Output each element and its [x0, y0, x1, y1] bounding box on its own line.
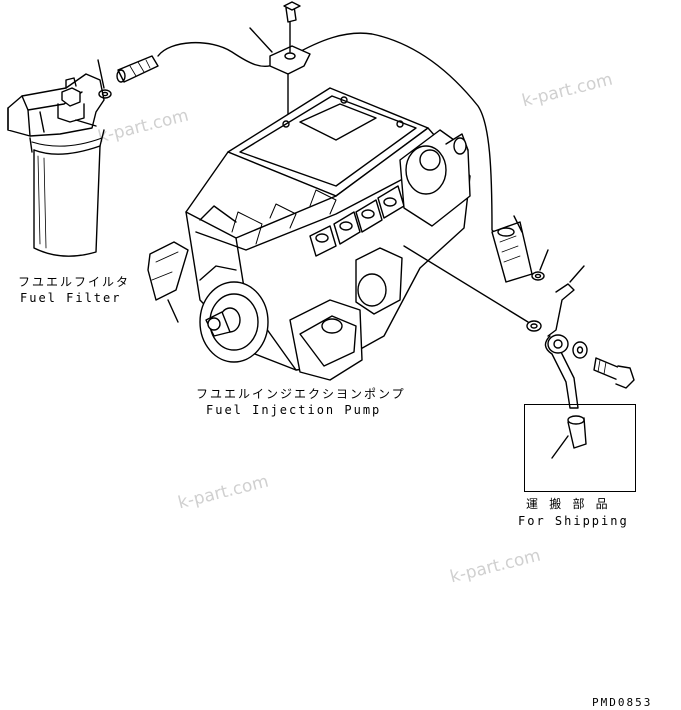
washer-filter [97, 59, 112, 99]
shipping-cap-part [551, 415, 587, 459]
shipping-label-jp: 運 搬 部 品 [526, 497, 610, 511]
fuel-hose-line [157, 32, 499, 237]
injection-pump-drawing [147, 87, 471, 381]
fuel-filter-label-en: Fuel Filter [20, 291, 122, 305]
shipping-label-en: For Shipping [518, 514, 629, 528]
overflow-fittings [403, 245, 635, 409]
fuel-filter-label-jp: フユエルフイルタ [18, 275, 131, 289]
overflow-hose [491, 215, 533, 283]
fuel-filter-drawing [7, 73, 105, 257]
drawing-code: PMD0853 [592, 696, 653, 709]
injection-pump-label-jp: フユエルインジエクシヨンポンプ [196, 387, 406, 401]
injection-pump-label-en: Fuel Injection Pump [206, 403, 382, 417]
hose-fitting-filter [116, 55, 159, 83]
shipping-box [524, 404, 636, 492]
